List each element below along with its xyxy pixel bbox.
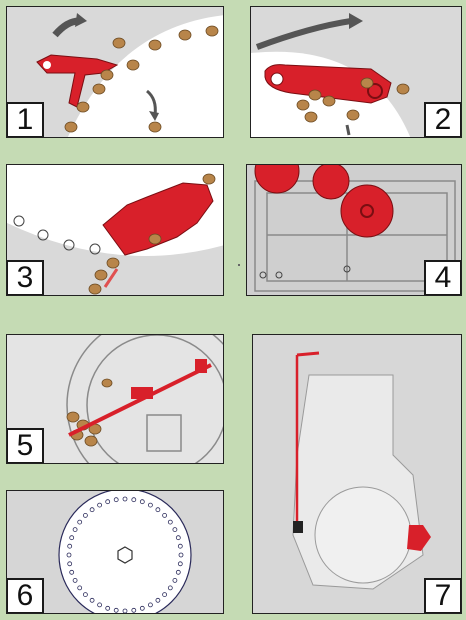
panel-7-number: 7 — [424, 578, 462, 614]
panel-6-number: 6 — [6, 578, 44, 614]
panel-7-illustration — [253, 335, 462, 614]
panel-4-number: 4 — [424, 260, 462, 296]
panel-6: 6 — [6, 490, 224, 614]
panel-1: 1 — [6, 6, 224, 138]
panel-3-number: 3 — [6, 260, 44, 296]
seed-drop-arrow-icon — [347, 125, 349, 135]
panel-1-number: 1 — [6, 102, 44, 138]
panel-3: 3 — [6, 164, 224, 296]
panel-2: 2 — [250, 6, 462, 138]
rotation-arrow-icon — [55, 21, 79, 35]
panel-5-number: 5 — [6, 428, 44, 464]
panel-2-number: 2 — [424, 102, 462, 138]
panel-7: 7 — [252, 334, 462, 614]
seed-drop-arrow-icon — [105, 269, 117, 287]
rotation-arrow-icon — [257, 21, 351, 47]
panel-4: 4 — [246, 164, 462, 296]
center-dot — [238, 264, 240, 266]
panel-5: 5 — [6, 334, 224, 464]
